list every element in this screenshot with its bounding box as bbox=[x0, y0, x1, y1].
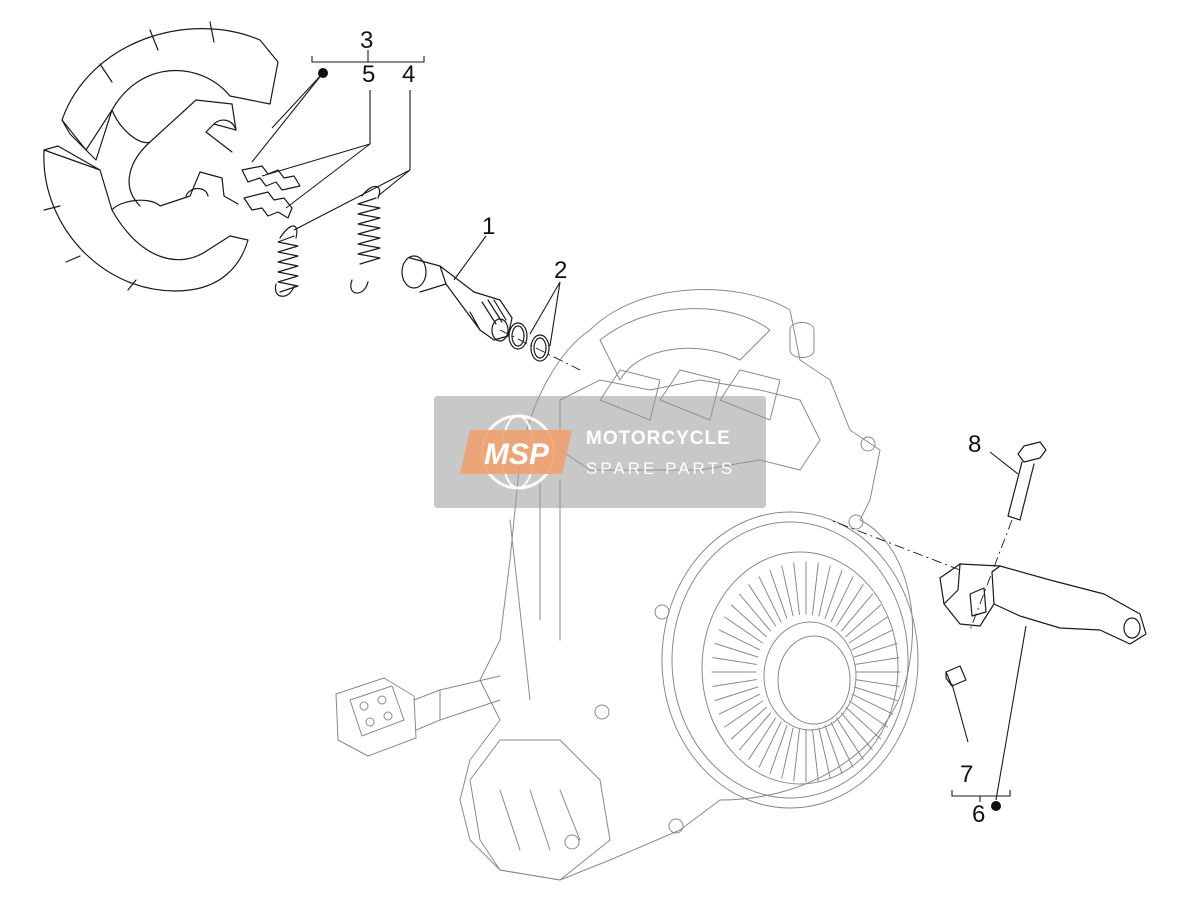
fan-fin bbox=[712, 679, 757, 687]
fan-fin bbox=[824, 569, 843, 619]
bracket-axis bbox=[829, 519, 961, 571]
flange-bolt bbox=[1007, 441, 1047, 521]
fan-fin bbox=[853, 686, 898, 701]
fan-fin bbox=[840, 712, 873, 751]
fan-fin bbox=[758, 576, 782, 623]
fan-fin bbox=[830, 721, 854, 768]
fan-fin bbox=[714, 686, 759, 701]
fan-fin bbox=[748, 717, 777, 760]
fan-fin bbox=[712, 657, 757, 665]
watermark-line-2: SPARE PARTS bbox=[586, 459, 735, 478]
fan-fin bbox=[830, 576, 854, 623]
group-3-dot bbox=[318, 68, 328, 78]
fan-fin bbox=[853, 643, 898, 658]
fan-fin bbox=[855, 679, 900, 687]
callout-7: 7 bbox=[960, 761, 973, 788]
fan-fin bbox=[793, 729, 800, 782]
callout-5: 5 bbox=[362, 61, 375, 88]
shaft-axis bbox=[499, 329, 581, 371]
callout-6: 6 bbox=[972, 801, 985, 828]
square-nut bbox=[945, 665, 967, 687]
fan-fin bbox=[851, 693, 894, 715]
fan-fin bbox=[851, 629, 894, 651]
fan-fin bbox=[718, 629, 761, 651]
bolt-axis bbox=[969, 519, 1013, 631]
callout-4: 4 bbox=[402, 61, 415, 88]
fan-fin bbox=[845, 706, 882, 740]
fan-fin bbox=[835, 717, 864, 760]
callout-1: 1 bbox=[482, 213, 495, 240]
flywheel-fan bbox=[661, 511, 919, 809]
leader-lines bbox=[251, 50, 1027, 802]
fan-fin bbox=[730, 604, 767, 638]
fan-fin bbox=[769, 725, 788, 775]
fan-fin bbox=[855, 657, 900, 665]
fan-fin bbox=[840, 593, 873, 632]
fan-fin bbox=[845, 604, 882, 638]
watermark: MSP MOTORCYCLE SPARE PARTS bbox=[434, 396, 766, 508]
fan-fin bbox=[781, 727, 794, 779]
callout-2: 2 bbox=[554, 257, 567, 284]
brake-cam-shaft bbox=[401, 255, 513, 342]
fan-fin bbox=[793, 562, 800, 615]
callout-8: 8 bbox=[968, 431, 981, 458]
watermark-line-1: MOTORCYCLE bbox=[586, 428, 731, 449]
circlips bbox=[508, 322, 550, 362]
return-springs bbox=[274, 185, 381, 297]
fan-fin bbox=[748, 584, 777, 627]
wiring-connector bbox=[335, 675, 501, 757]
callout-3: 3 bbox=[360, 27, 373, 54]
fan-fin bbox=[835, 584, 864, 627]
fan-fin bbox=[812, 562, 819, 615]
brake-shoes bbox=[43, 21, 279, 292]
watermark-logo: MSP bbox=[484, 438, 550, 471]
fan-fin bbox=[724, 700, 764, 728]
engine-housing bbox=[459, 289, 914, 881]
fan-fin bbox=[739, 593, 772, 632]
fan-fin bbox=[718, 693, 761, 715]
fan-fin bbox=[781, 565, 794, 617]
fan-fin bbox=[848, 616, 888, 644]
brake-lever-bracket bbox=[939, 563, 1147, 645]
group-6-dot bbox=[991, 801, 1001, 811]
fan-fin bbox=[724, 616, 764, 644]
fan-fin bbox=[769, 569, 788, 619]
fan-fin bbox=[818, 727, 831, 779]
fan-fin bbox=[812, 729, 819, 782]
fan-fin bbox=[758, 721, 782, 768]
fan-fin bbox=[739, 712, 772, 751]
fan-fin bbox=[818, 565, 831, 617]
fan-fin bbox=[824, 725, 843, 775]
fan-fin bbox=[730, 706, 767, 740]
fan-fin bbox=[848, 700, 888, 728]
fan-fin bbox=[714, 643, 759, 658]
